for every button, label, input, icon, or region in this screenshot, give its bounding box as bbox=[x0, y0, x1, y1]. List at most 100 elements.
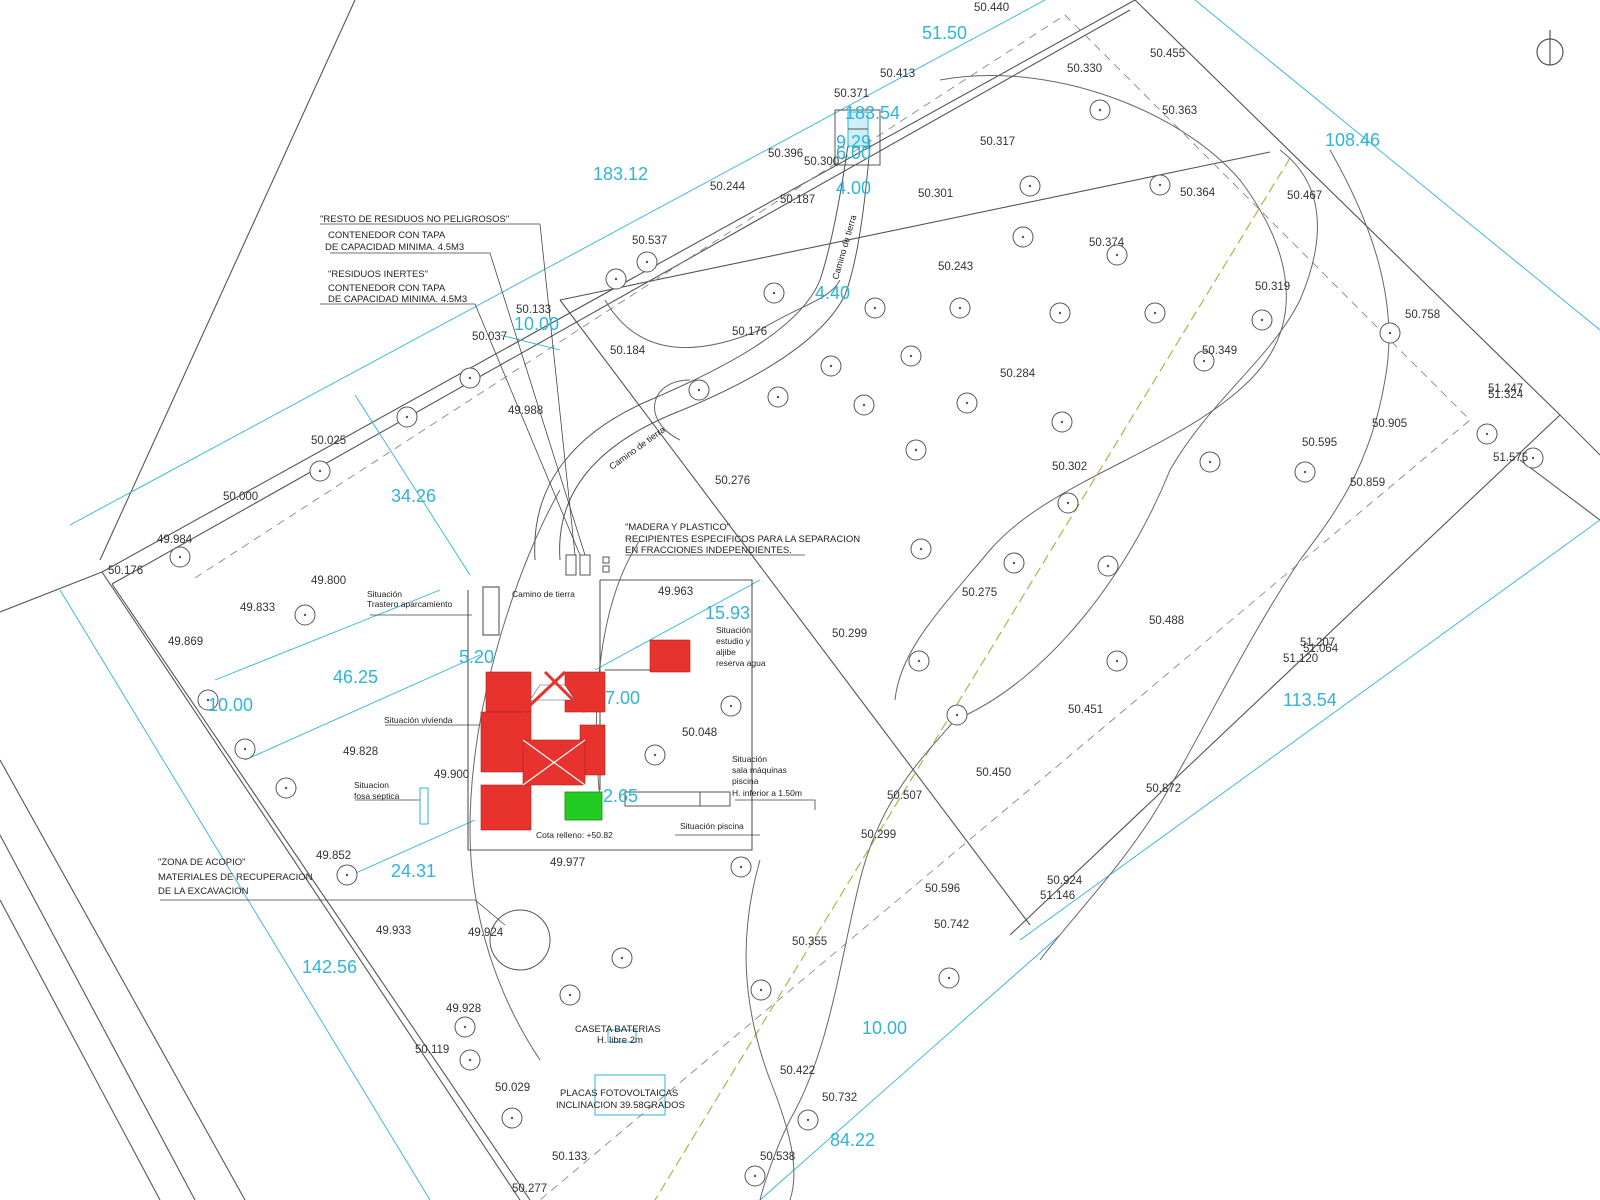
note-caseta-l1: CASETA BATERIAS bbox=[575, 1024, 661, 1035]
north-arrow-icon bbox=[1536, 30, 1564, 66]
tree-center-dot bbox=[468, 1058, 472, 1062]
tree-center-dot bbox=[303, 613, 307, 617]
spot-elevation: 50.000 bbox=[223, 491, 258, 503]
spot-elevation: 51.247 bbox=[1488, 383, 1523, 395]
solar-panels bbox=[594, 1074, 666, 1116]
spot-elevation: 50.319 bbox=[1255, 281, 1290, 293]
dimension-label: 51.50 bbox=[922, 23, 967, 43]
setback-line bbox=[194, 14, 1471, 1200]
tree-center-dot bbox=[1158, 183, 1162, 187]
note-maquinas-l2: sala máquinas bbox=[732, 765, 787, 775]
tree-center-dot bbox=[405, 415, 409, 419]
tree-center-dot bbox=[759, 988, 763, 992]
spot-elevation: 49.963 bbox=[658, 586, 693, 598]
spot-elevation: 50.317 bbox=[980, 136, 1015, 148]
spot-elevation: 50.355 bbox=[792, 936, 827, 948]
dimension-label: 10.00 bbox=[862, 1018, 907, 1038]
tree-center-dot bbox=[1153, 311, 1157, 315]
tree-center-dot bbox=[919, 547, 923, 551]
note-estudio-l4: reserva agua bbox=[716, 658, 766, 668]
note-fosa-l1: Situacion bbox=[354, 780, 389, 790]
note-fosa-l2: fosa septica bbox=[354, 791, 400, 801]
tree-center-dot bbox=[914, 448, 918, 452]
spot-elevation: 50.758 bbox=[1405, 309, 1440, 321]
spot-elevation: 50.364 bbox=[1180, 187, 1216, 199]
tree-center-dot bbox=[739, 865, 743, 869]
spot-elevation: 49.984 bbox=[157, 534, 193, 546]
spot-elevation: 50.301 bbox=[918, 188, 953, 200]
road-line-3 bbox=[0, 899, 161, 1200]
plot-boundary-inner-west bbox=[111, 583, 531, 1200]
spot-elevation: 50.538 bbox=[760, 1151, 795, 1163]
dimension-lines bbox=[59, 0, 1600, 1200]
tree-center-dot bbox=[772, 291, 776, 295]
dimension-label: 2.65 bbox=[603, 786, 638, 806]
contour-line bbox=[1039, 149, 1390, 961]
spot-elevation: 50.176 bbox=[732, 326, 767, 338]
tree-center-dot bbox=[1303, 470, 1307, 474]
dimension-label: 7.00 bbox=[605, 688, 640, 708]
tree-center-dot bbox=[653, 753, 657, 757]
tree-center-dot bbox=[862, 403, 866, 407]
dimension-label: 108.46 bbox=[1325, 130, 1380, 150]
tree-center-dot bbox=[568, 993, 572, 997]
tree-center-dot bbox=[965, 401, 969, 405]
house-plot-outline bbox=[467, 579, 753, 851]
tree-center-dot bbox=[284, 786, 288, 790]
tree-center-dot bbox=[917, 659, 921, 663]
dimension-label: 183.54 bbox=[845, 103, 900, 123]
dimension-label: 10.00 bbox=[514, 314, 559, 334]
spot-elevation: 50.467 bbox=[1287, 190, 1322, 202]
note-vivienda: Situación vivienda bbox=[384, 715, 453, 725]
setback-lines bbox=[194, 14, 1471, 1200]
tree-center-dot bbox=[1260, 318, 1264, 322]
note-residuos-no-peligrosos: "RESTO DE RESIDUOS NO PELIGROSOS" bbox=[320, 214, 509, 225]
slope-line bbox=[654, 157, 1291, 1200]
spot-elevation: 50.277 bbox=[512, 1183, 547, 1195]
spot-elevation: 50.732 bbox=[822, 1092, 857, 1104]
note-residuos-inertes: "RESIDUOS INERTES" bbox=[328, 269, 428, 280]
neighbour-line-2 bbox=[0, 571, 103, 613]
note-trastero-l1: Situación bbox=[367, 589, 402, 599]
contour-line bbox=[759, 719, 956, 1200]
dimension-label: 113.54 bbox=[1283, 690, 1337, 710]
road-edge bbox=[534, 144, 849, 561]
note-caseta-l2: H. libre 2m bbox=[597, 1035, 643, 1046]
tree-center-dot bbox=[806, 1118, 810, 1122]
spot-elevation: 51.120 bbox=[1283, 653, 1318, 665]
spot-elevation: 49.928 bbox=[446, 1003, 481, 1015]
house-block bbox=[480, 711, 532, 773]
road-line-1 bbox=[0, 759, 246, 1200]
spot-elevations: 50.440 50.455 50.330 50.413 50.371 50.36… bbox=[108, 2, 1528, 1195]
spot-elevation: 50.299 bbox=[832, 628, 867, 640]
tree-center-dot bbox=[645, 260, 649, 264]
spot-elevation: 50.048 bbox=[682, 727, 717, 739]
dimension-label: 4.40 bbox=[815, 283, 850, 303]
note-residuos-no-peligrosos-l1: CONTENEDOR CON TAPA bbox=[328, 230, 446, 241]
spot-elevation: 50.440 bbox=[974, 2, 1009, 14]
spot-elevation: 50.275 bbox=[962, 587, 997, 599]
parking-storage bbox=[482, 586, 500, 636]
tree-center-dot bbox=[1012, 561, 1016, 565]
spot-elevation: 49.828 bbox=[343, 746, 378, 758]
spot-elevation: 50.413 bbox=[880, 68, 915, 80]
tree-center-dot bbox=[958, 306, 962, 310]
tree-center-dot bbox=[1115, 253, 1119, 257]
house-block bbox=[564, 671, 606, 713]
tree-center-dot bbox=[1485, 432, 1489, 436]
contour-line bbox=[954, 149, 1318, 721]
tree-center-dot bbox=[1202, 359, 1206, 363]
note-madera-plastico-l1: RECIPIENTES ESPECIFICOS PARA LA SEPARACI… bbox=[625, 534, 860, 545]
spot-elevation: 49.924 bbox=[468, 927, 504, 939]
note-residuos-inertes-l2: DE CAPACIDAD MINIMA. 4.5M3 bbox=[328, 294, 467, 305]
house-block bbox=[649, 639, 691, 673]
container-madera bbox=[602, 556, 610, 564]
spot-elevation: 50.176 bbox=[108, 565, 143, 577]
note-zona-acopio: "ZONA DE ACOPIO" bbox=[158, 857, 246, 868]
tree-center-dot bbox=[947, 976, 951, 980]
spot-elevation: 50.330 bbox=[1067, 63, 1102, 75]
tree-center-dot bbox=[1208, 460, 1212, 464]
neighbour-line bbox=[99, 0, 356, 561]
spot-elevation: 49.977 bbox=[550, 857, 585, 869]
